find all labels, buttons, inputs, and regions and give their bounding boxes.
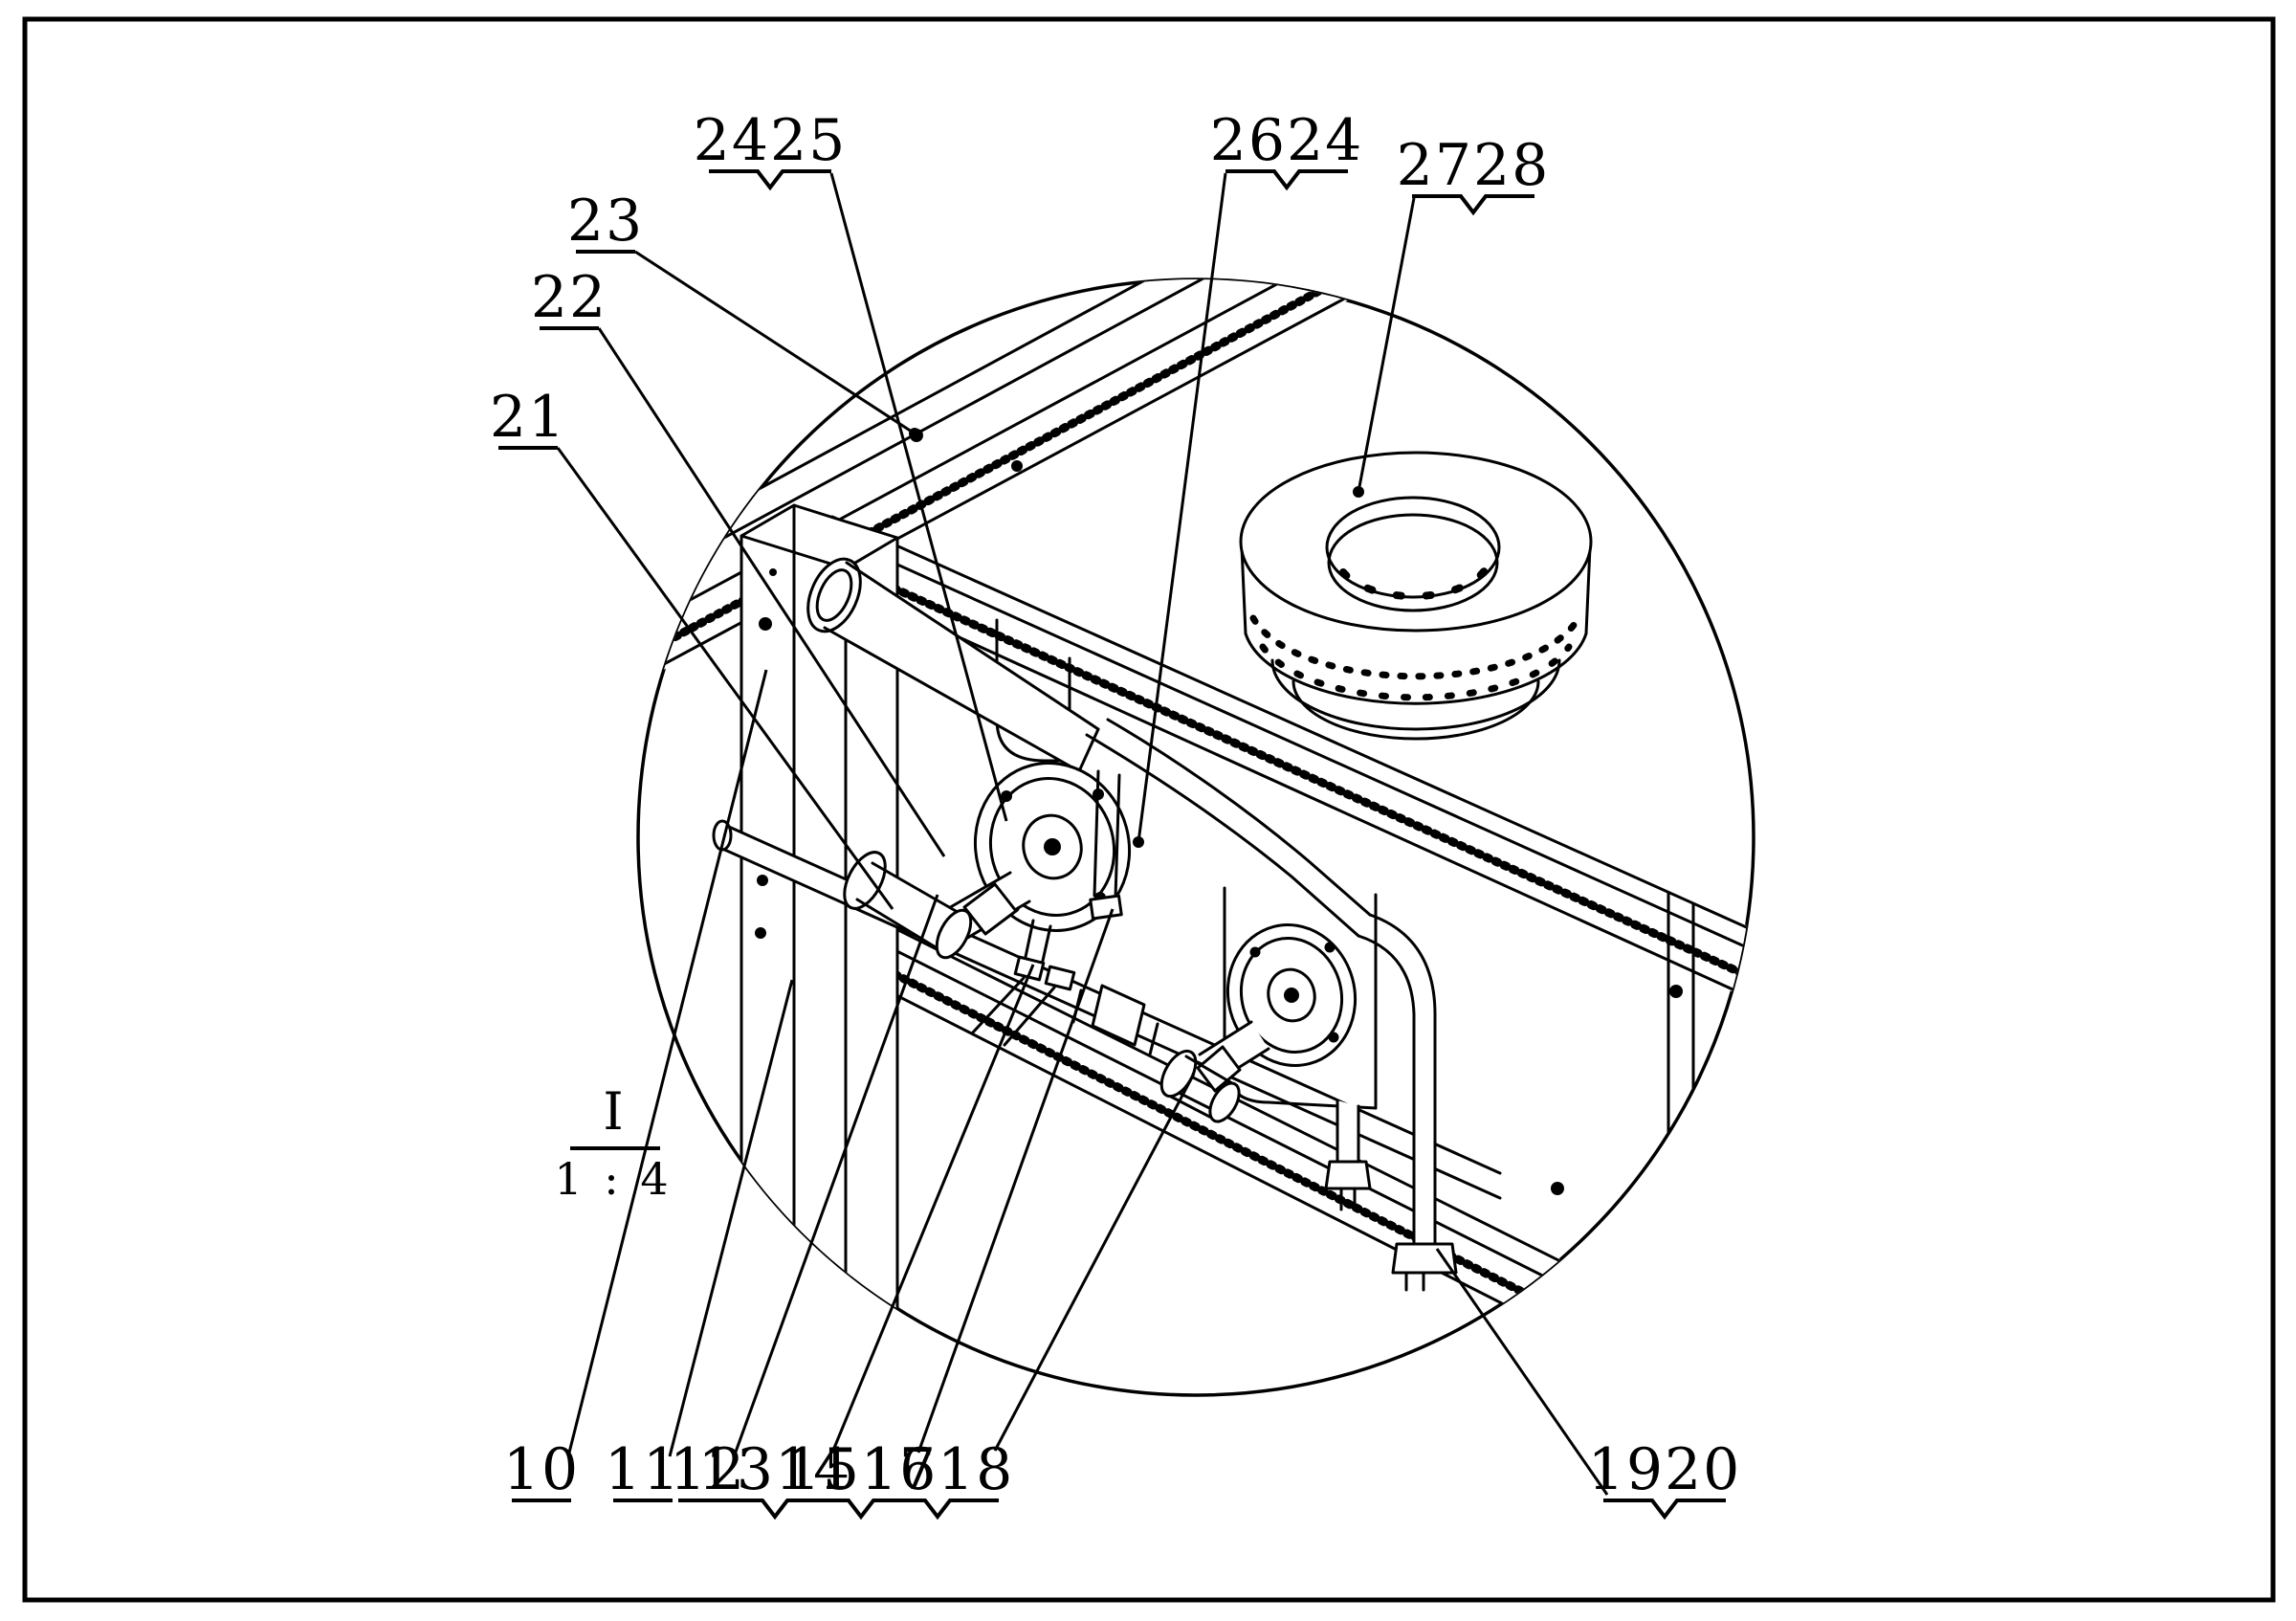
- leader-dot: [1353, 486, 1364, 498]
- u-tube: [1085, 718, 1372, 938]
- burner-ring: [1239, 451, 1593, 741]
- leader-line: [993, 1073, 1196, 1452]
- scale-marking: I 1 : 4: [554, 1081, 672, 1205]
- callout-number: 23: [567, 188, 644, 255]
- callout-underline: [709, 169, 831, 191]
- leader-dot: [909, 428, 920, 439]
- l-pipe: [1357, 913, 1458, 1292]
- leader-line: [733, 894, 939, 1455]
- leader-line: [668, 979, 794, 1457]
- callout-number: 10: [503, 1436, 580, 1503]
- callout-number: 1516: [784, 1436, 938, 1503]
- callout-2425: 2425: [694, 107, 1008, 822]
- scale-ratio: 1 : 4: [554, 1153, 672, 1205]
- leader-line: [1137, 172, 1227, 843]
- leader-line: [829, 172, 1008, 822]
- callout-22: 22: [531, 264, 946, 857]
- left-valve: [843, 762, 1132, 1047]
- nozzle: [1324, 1099, 1372, 1211]
- leader-line: [556, 447, 894, 910]
- callout-number: 1718: [861, 1436, 1015, 1503]
- callout-2624: 2624: [1133, 107, 1364, 848]
- callout-1920: 1920: [1435, 1248, 1742, 1521]
- leader-line: [634, 250, 916, 435]
- elbow-pipe: [806, 557, 1100, 773]
- leader-dot: [1133, 836, 1144, 848]
- callout-1718: 1718: [861, 1073, 1196, 1521]
- screw-dot: [1011, 460, 1023, 472]
- callout-number: 21: [490, 384, 566, 451]
- callout-number: 2624: [1210, 107, 1364, 174]
- callout-number: 11: [605, 1436, 681, 1503]
- leader-line: [1357, 197, 1416, 493]
- leader-line: [830, 964, 1035, 1454]
- leader-line: [916, 908, 1115, 1454]
- callout-number: 1920: [1588, 1436, 1742, 1503]
- callout-2728: 2728: [1353, 132, 1551, 498]
- callout-11: 11: [605, 979, 794, 1503]
- callout-23: 23: [567, 188, 920, 439]
- callout-number: 2728: [1397, 132, 1551, 199]
- callout-number: 22: [531, 264, 607, 331]
- callout-underline: [1603, 1499, 1726, 1521]
- leader-line: [597, 327, 946, 857]
- detail-label: I: [603, 1081, 623, 1142]
- callout-10: 10: [503, 669, 768, 1503]
- leader-line: [1435, 1248, 1609, 1496]
- callout-1314: 1314: [698, 964, 1035, 1521]
- callout-underline: [1225, 169, 1348, 191]
- left-frame-post: [740, 503, 899, 1342]
- leader-line: [566, 669, 768, 1457]
- callout-21: 21: [490, 384, 894, 910]
- callout-underline: [876, 1499, 999, 1521]
- callout-number: 1314: [698, 1436, 852, 1503]
- callout-number: 12: [670, 1436, 746, 1503]
- callout-underline: [1412, 194, 1534, 216]
- right-valve: [1159, 923, 1358, 1123]
- callout-number: 2425: [694, 107, 848, 174]
